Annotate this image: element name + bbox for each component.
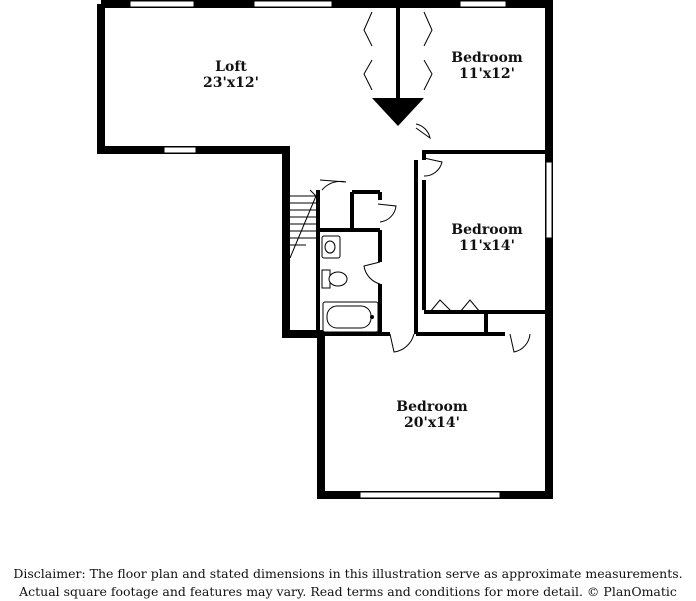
loft-size: 23'x12' [203,75,259,91]
interior-walls [316,4,549,336]
window-loft-bottom [163,146,197,154]
bathtub-inner-icon [326,305,372,329]
bedroom-2-size: 11'x14' [459,238,515,254]
bedroom-3-name: Bedroom [396,399,468,415]
sink-basin-icon [324,240,336,254]
window-top-3 [459,0,507,8]
window-bottom [359,491,501,499]
disclaimer-line-1: Disclaimer: The floor plan and stated di… [13,566,683,581]
window-top-2 [253,0,333,8]
bedroom-3-size: 20'x14' [404,415,460,431]
doors [319,11,531,353]
bedroom-2-name: Bedroom [451,222,523,238]
staircase [289,189,317,259]
window-top-1 [129,0,195,8]
windows [129,0,553,499]
floor-plan: Loft 23'x12' Bedroom 11'x12' Bedroom 11'… [97,0,553,499]
bath-fixtures [321,235,379,333]
loft-name: Loft [215,59,247,75]
toilet-bowl-icon [328,271,348,287]
bedroom-1-name: Bedroom [451,50,523,66]
window-right [545,161,553,239]
triangle-marker-icon [372,98,424,126]
bedroom-1-size: 11'x12' [459,66,515,82]
disclaimer-line-2: Actual square footage and features may v… [19,584,677,599]
